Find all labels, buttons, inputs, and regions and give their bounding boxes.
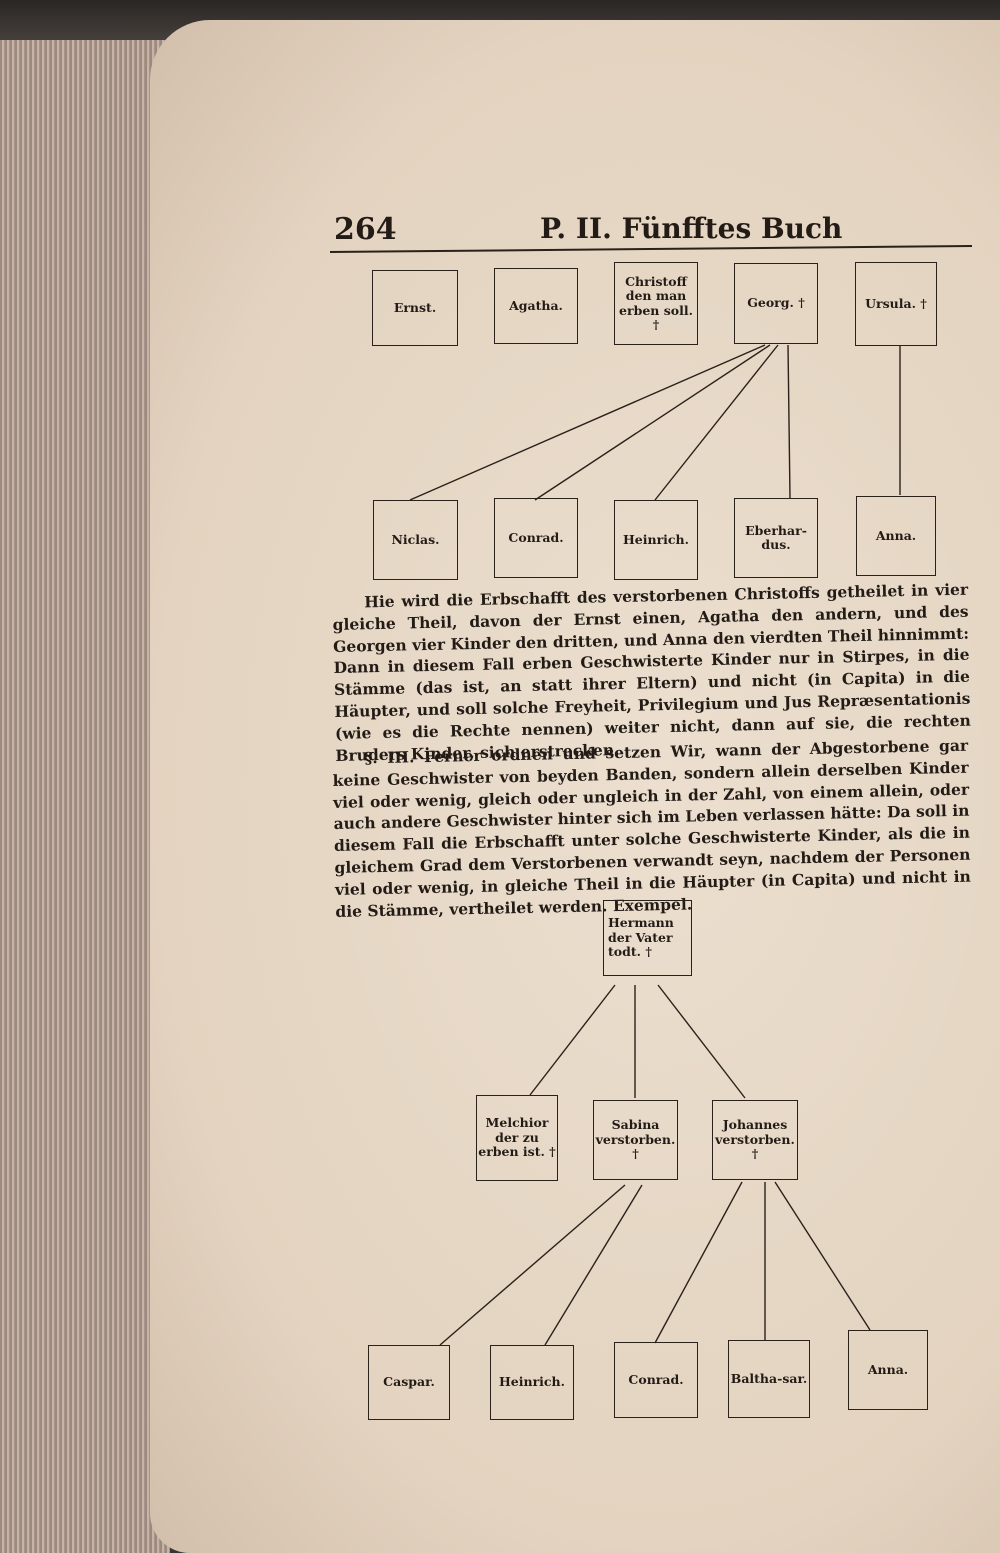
person-box-christoff: Christoff den man erben soll. † [614, 262, 698, 345]
tree-line [409, 344, 766, 501]
person-box-caspar: Caspar. [368, 1345, 450, 1420]
paragraph-2-text: §. III. Ferner ordnen und setzen Wir, wa… [332, 735, 972, 921]
person-box-ursula: Ursula. † [855, 262, 937, 346]
person-box-ernst: Ernst. [372, 270, 458, 346]
page-stack-edge [0, 40, 170, 1553]
person-box-conrad-2: Conrad. [614, 1342, 698, 1418]
person-box-conrad: Conrad. [494, 498, 578, 578]
person-box-balthasar: Baltha-sar. [728, 1340, 810, 1418]
paragraph-2: §. III. Ferner ordnen und setzen Wir, wa… [332, 735, 972, 923]
tree-line [534, 344, 771, 501]
header-rule [329, 245, 973, 253]
book-page [150, 20, 1000, 1553]
person-box-johannes: Johannes verstorben. † [712, 1100, 798, 1180]
person-box-agatha: Agatha. [494, 268, 578, 344]
tree-line [774, 1181, 871, 1331]
tree-line [439, 1184, 626, 1346]
running-title: P. II. Fünfftes Buch [540, 212, 843, 245]
person-box-eberhardus: Eberhar-dus. [734, 498, 818, 578]
person-box-anna: Anna. [856, 496, 936, 576]
person-box-heinrich-2: Heinrich. [490, 1345, 574, 1420]
person-box-melchior: Melchior der zu erben ist. † [476, 1095, 558, 1181]
tree-line [657, 984, 746, 1099]
tree-line [787, 344, 791, 499]
person-box-sabina: Sabina verstorben. † [593, 1100, 678, 1180]
page-number: 264 [334, 212, 397, 247]
person-box-georg: Georg. † [734, 263, 818, 344]
tree-line [544, 1184, 643, 1346]
person-box-hermann: Hermann der Vater todt. † [603, 900, 692, 976]
person-box-heinrich: Heinrich. [614, 500, 698, 580]
person-box-anna-2: Anna. [848, 1330, 928, 1410]
person-box-niclas: Niclas. [373, 500, 458, 580]
tree-line [529, 984, 616, 1096]
tree-line [654, 344, 779, 501]
tree-line [654, 1181, 743, 1344]
